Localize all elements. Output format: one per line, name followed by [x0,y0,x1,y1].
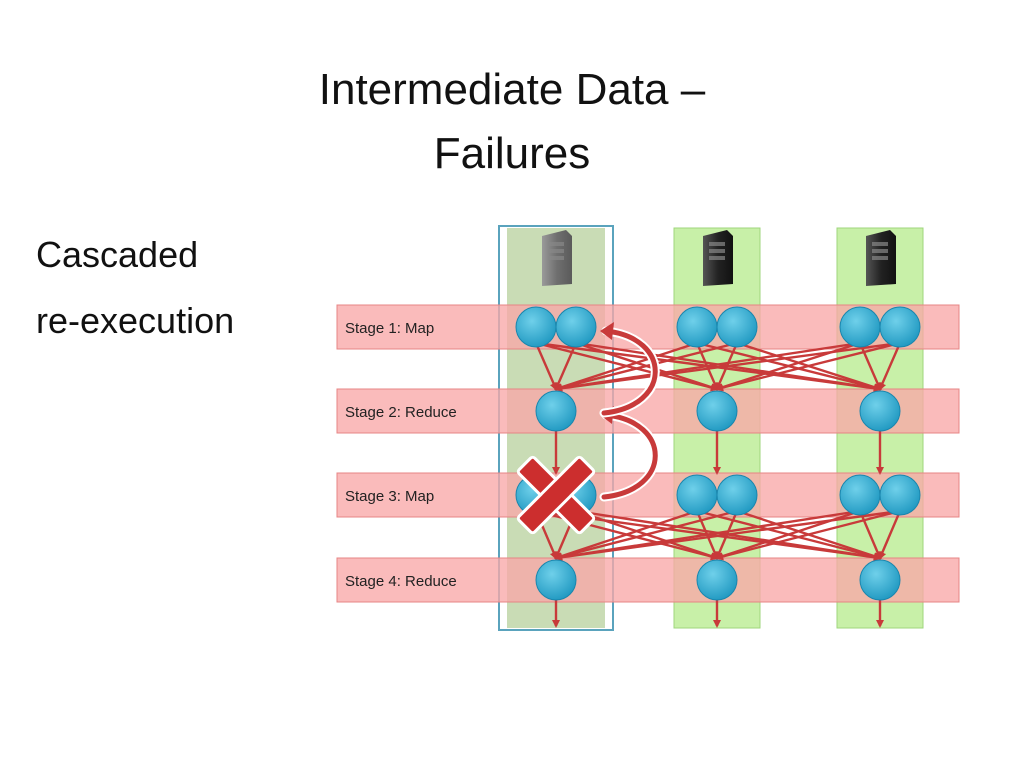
shuffle-arrow [554,341,698,391]
reduce-task-node [535,390,577,432]
slide-title-line-1: Intermediate Data – [318,65,706,114]
map-task-node [676,306,718,348]
re-execution-arrowhead [600,322,614,340]
shuffle-arrow [715,341,901,392]
shuffle-arrow [554,509,738,561]
server-drive-bay [709,242,725,246]
shuffle-arrow [878,342,902,391]
server-drive-bay [872,249,888,253]
shuffle-arrow [534,342,558,391]
bullet-line-2: re-execution [36,300,235,341]
map-task-node [839,474,881,516]
server-icon [703,230,733,286]
reduce-task-node [535,559,577,601]
shuffle-arrow [858,342,882,391]
reduce-task-node [859,390,901,432]
map-task-node [839,306,881,348]
stage-label: Stage 1: Map [345,320,434,337]
stage-label: Stage 3: Map [345,488,434,505]
server-drive-bay [548,256,564,260]
shuffle-arrow [554,341,901,393]
slide-title: Intermediate Data – Failures [0,58,1024,186]
reduce-task-node [696,390,738,432]
map-task-node [716,474,758,516]
map-task-node [716,306,758,348]
map-task-node [555,306,597,348]
server-drive-bay [709,249,725,253]
reduce-task-node [859,559,901,601]
server-drive-bay [548,242,564,246]
re-execution-arrow-icon [601,328,658,416]
slide-title-line-2: Failures [433,129,591,178]
server-drive-bay [548,249,564,253]
map-task-node [879,306,921,348]
server-icon [866,230,896,286]
stage-label: Stage 4: Reduce [345,573,457,590]
stage-band [336,557,960,603]
re-execution-arrow-icon [601,412,658,500]
server-drive-bay [872,256,888,260]
server-icon [542,230,572,286]
slide-body: Cascaded re-execution [36,222,234,354]
server-drive-bay [709,256,725,260]
server-drive-bay [872,242,888,246]
stage-label: Stage 2: Reduce [345,404,457,421]
shuffle-arrow [554,341,738,392]
shuffle-arrow [554,342,578,391]
map-task-node [676,474,718,516]
reduce-task-node [696,559,738,601]
shuffle-arrow [554,509,901,562]
shuffle-arrow [878,510,902,560]
bullet-line-1: Cascaded [36,234,199,275]
shuffle-arrow [554,509,698,560]
failure-x-icon [516,455,596,535]
map-task-node [515,306,557,348]
map-task-node [879,474,921,516]
shuffle-arrow [715,509,901,561]
shuffle-arrow [858,510,882,560]
